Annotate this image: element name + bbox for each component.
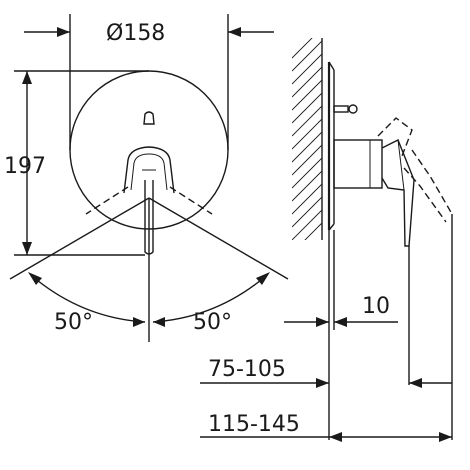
- diverter-knob-side: [333, 105, 349, 113]
- depth-offset-label: 10: [362, 294, 390, 319]
- swing-left-dash: [85, 186, 129, 215]
- mixer-body-inner: [130, 153, 168, 191]
- angle-ray-right: [148, 197, 289, 280]
- mixer-body: [123, 146, 175, 194]
- angle-left-label: 50°: [54, 310, 93, 335]
- mixer-body-side: [333, 139, 383, 189]
- diverter-knob: [143, 111, 155, 125]
- angle-arc-right: [152, 275, 267, 323]
- range-inner-label: 75-105: [208, 357, 286, 382]
- handle-swung-dash: [377, 117, 413, 157]
- angle-arc-left: [31, 275, 146, 323]
- angle-right-label: 50°: [193, 310, 232, 335]
- angle-ray-left: [9, 197, 150, 280]
- wall-hatch: [292, 38, 322, 240]
- height-label: 197: [4, 154, 46, 179]
- handle-side: [381, 139, 415, 247]
- range-outer-label: 115-145: [208, 412, 300, 437]
- front-view: [9, 14, 289, 342]
- side-view: [200, 38, 453, 442]
- swing-right-dash: [169, 186, 213, 215]
- diameter-label: Ø158: [106, 21, 165, 46]
